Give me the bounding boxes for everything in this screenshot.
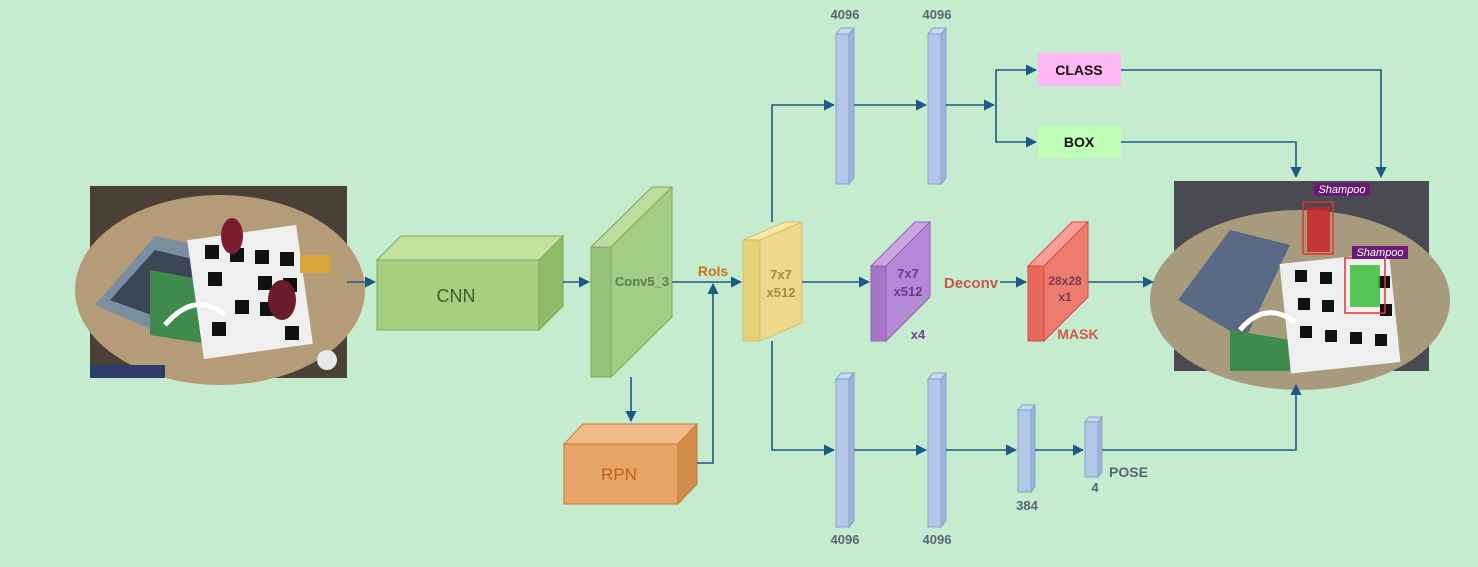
output-label-1: Shampoo: [1318, 184, 1365, 196]
arrow-box-output: [1121, 141, 1302, 179]
arrow-pose-output: [1102, 383, 1302, 451]
top-fc-1-dim: 4096: [831, 7, 860, 22]
arrow-rpn-rois: [697, 282, 719, 464]
rois-label: RoIs: [698, 263, 729, 279]
arrows: [347, 64, 1387, 464]
mask-output-label-2: x1: [1058, 290, 1072, 304]
mask-repeat-label: x4: [911, 327, 926, 342]
roi-feature-block: 7x7 x512: [742, 221, 803, 342]
rpn-block: RPN: [562, 422, 699, 506]
box-label: BOX: [1064, 134, 1095, 150]
box-block: BOX: [1038, 126, 1121, 158]
arrow-class-output: [1121, 69, 1387, 179]
mask-output-label-1: 28x28: [1048, 274, 1082, 288]
arrow-split-class: [995, 64, 1038, 105]
mask-feature-label-2: x512: [894, 284, 923, 299]
bottom-fc-3-dim: 384: [1016, 498, 1038, 513]
arrow-split-box: [995, 105, 1038, 148]
mask-output-block: 28x28 x1 MASK: [1026, 220, 1099, 343]
bottom-fc-2: 4096: [923, 371, 952, 547]
mask-label: MASK: [1057, 326, 1098, 342]
bottom-fc-1-dim: 4096: [831, 532, 860, 547]
bottom-fc-4: 4: [1083, 415, 1104, 495]
bottom-fc-1: 4096: [831, 371, 860, 547]
cnn-label: CNN: [437, 286, 476, 306]
conv5-label: Conv5_3: [615, 274, 669, 289]
top-fc-1: 4096: [831, 7, 860, 186]
roi-feature-label-2: x512: [767, 285, 796, 300]
conv5-block: Conv5_3: [589, 185, 674, 379]
output-label-2: Shampoo: [1356, 247, 1403, 259]
pose-label: POSE: [1109, 464, 1148, 480]
class-block: CLASS: [1038, 53, 1121, 86]
class-label: CLASS: [1055, 62, 1102, 78]
deconv-label: Deconv: [944, 275, 999, 292]
bottom-fc-3: 384: [1016, 403, 1039, 513]
bottom-fc-2-dim: 4096: [923, 532, 952, 547]
bottom-fc-4-dim: 4: [1091, 480, 1099, 495]
input-image: [75, 186, 365, 385]
mask-feature-block: 7x7 x512 x4: [869, 220, 932, 343]
mask-feature-label-1: 7x7: [897, 266, 919, 281]
roi-feature-label-1: 7x7: [770, 267, 792, 282]
arrow-roi-bottomfc: [771, 341, 836, 456]
top-fc-2: 4096: [923, 7, 952, 186]
arrow-roi-topfc: [771, 99, 836, 222]
cnn-block: CNN: [375, 234, 565, 332]
top-fc-2-dim: 4096: [923, 7, 952, 22]
output-image: Shampoo Shampoo: [1150, 181, 1450, 390]
rpn-label: RPN: [601, 465, 637, 484]
